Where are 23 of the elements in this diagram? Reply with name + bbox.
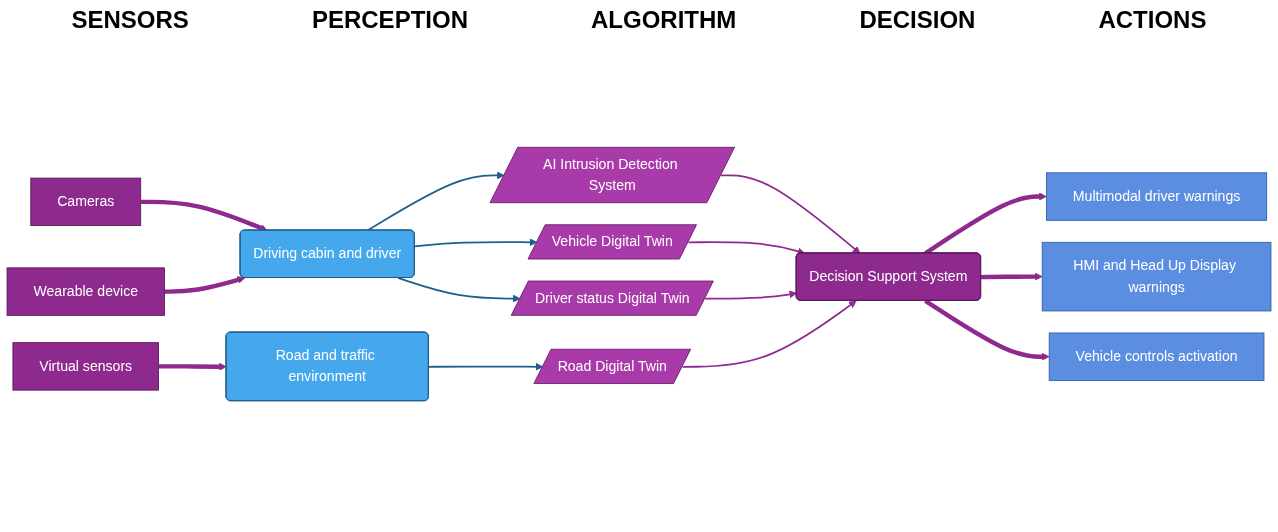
arrow bbox=[140, 199, 268, 232]
arrow bbox=[413, 238, 538, 248]
column-heading: ACTIONS bbox=[1098, 6, 1207, 34]
column-heading: SENSORS bbox=[71, 6, 189, 34]
node-box: Vehicle controls activation bbox=[1048, 332, 1265, 381]
arrow bbox=[397, 277, 521, 303]
arrow bbox=[720, 174, 861, 254]
column-heading: DECISION bbox=[859, 6, 976, 34]
arrow bbox=[704, 290, 797, 300]
arrow bbox=[924, 299, 1050, 361]
arrow bbox=[981, 272, 1043, 281]
node-box: Virtual sensors bbox=[12, 342, 159, 391]
arrow bbox=[366, 171, 505, 232]
node-box: Cameras bbox=[30, 177, 142, 227]
node-box: Wearable device bbox=[6, 267, 165, 316]
arrow bbox=[681, 300, 857, 368]
arrow bbox=[164, 276, 246, 294]
arrow bbox=[158, 362, 227, 371]
arrow bbox=[427, 362, 544, 371]
column-heading: ALGORITHM bbox=[591, 6, 737, 34]
node-box: HMI and Head Up Display warnings bbox=[1041, 241, 1272, 312]
node-box: Multimodal driver warnings bbox=[1046, 172, 1268, 221]
column-heading: PERCEPTION bbox=[311, 6, 468, 34]
